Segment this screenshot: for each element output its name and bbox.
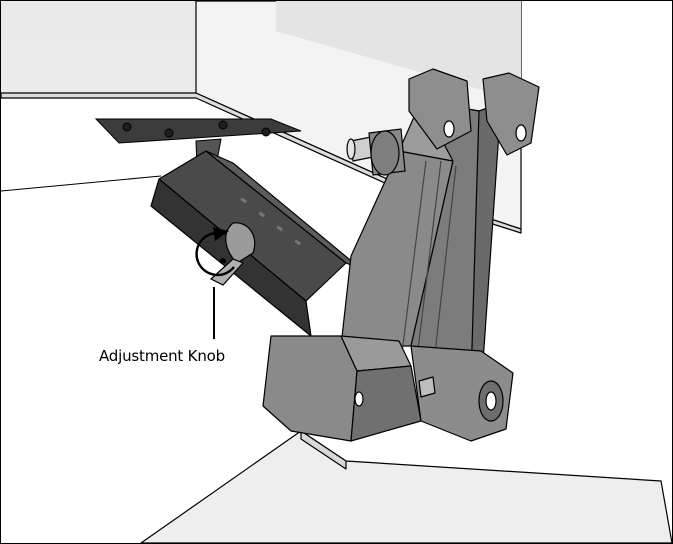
cabinet-side-face (276, 1, 521, 101)
lower-clamp (262, 335, 514, 442)
wall-edge-line (1, 175, 162, 192)
side-bolt (346, 128, 406, 176)
adjustment-knob-label: Adjustment Knob (99, 347, 225, 365)
cabinet-left-panel (1, 41, 196, 93)
screw-hole (218, 120, 228, 130)
screw-hole (261, 127, 271, 137)
lower-shelf (140, 430, 672, 543)
top-hinge (408, 68, 540, 156)
screw-hole (122, 122, 132, 132)
rotation-arrow-icon (195, 227, 235, 277)
support-arm (150, 150, 362, 337)
screw-hole (164, 128, 174, 138)
